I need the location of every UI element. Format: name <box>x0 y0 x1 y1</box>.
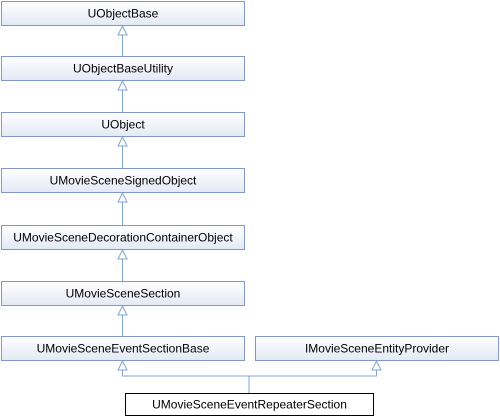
class-node-uobject[interactable]: UObject <box>1 112 245 137</box>
class-node-label: UObjectBaseUtility <box>73 62 173 76</box>
class-node-label: UMovieSceneSection <box>66 287 181 301</box>
class-node-label: UObjectBase <box>88 7 159 21</box>
class-node-uobjectbase[interactable]: UObjectBase <box>1 1 245 26</box>
class-node-box <box>1 56 245 81</box>
class-node-box <box>1 1 245 26</box>
class-node-label: UMovieSceneSignedObject <box>50 174 197 188</box>
edge-6-arrowhead <box>117 359 128 371</box>
edges-layer <box>117 24 382 393</box>
class-node-box <box>1 112 245 137</box>
class-node-label: UObject <box>101 118 145 132</box>
class-node-label: UMovieSceneEventSectionBase <box>37 342 210 356</box>
edge-1-arrowhead <box>117 79 128 91</box>
class-node-umoviesceneeventsectionbase[interactable]: UMovieSceneEventSectionBase <box>1 336 245 361</box>
class-node-box <box>1 168 245 193</box>
edge-5-arrowhead <box>117 304 128 316</box>
edge-uobjectbaseutility-to-uobjectbase <box>117 24 128 56</box>
edge-4-arrowhead <box>117 248 128 260</box>
class-node-box <box>1 225 245 250</box>
class-node-label: IMovieSceneEntityProvider <box>305 342 449 356</box>
edge-0-arrowhead <box>117 24 128 36</box>
class-node-box <box>1 336 245 361</box>
edge-umoviesceneeventrepeatersection-to-imoviesceneentityprovider <box>248 359 382 393</box>
edge-umoviesceneeventsectionbase-to-umoviescenesection <box>117 304 128 336</box>
edge-umoviescenesignedobject-to-uobject <box>117 135 128 168</box>
class-node-uobjectbaseutility[interactable]: UObjectBaseUtility <box>1 56 245 81</box>
edge-umoviescenedecorationcontainerobject-to-umoviescenesignedobject <box>117 191 128 225</box>
class-node-box <box>1 281 245 306</box>
class-node-label: UMovieSceneEventRepeaterSection <box>152 398 347 412</box>
class-node-umoviesceneeventrepeatersection[interactable]: UMovieSceneEventRepeaterSection <box>125 393 374 416</box>
class-node-box <box>255 336 499 361</box>
class-node-label: UMovieSceneDecorationContainerObject <box>13 231 233 245</box>
edge-line <box>248 370 377 393</box>
edge-uobject-to-uobjectbaseutility <box>117 79 128 112</box>
edge-2-arrowhead <box>117 135 128 147</box>
class-node-imoviesceneentityprovider[interactable]: IMovieSceneEntityProvider <box>255 336 499 361</box>
edge-3-arrowhead <box>117 191 128 203</box>
edge-line <box>122 370 250 393</box>
edge-umoviescenesection-to-umoviescenedecorationcontainerobject <box>117 248 128 281</box>
edge-umoviesceneeventrepeatersection-to-umoviesceneeventsectionbase <box>117 359 250 393</box>
class-node-umoviescenesection[interactable]: UMovieSceneSection <box>1 281 245 306</box>
class-node-umoviescenedecorationcontainerobject[interactable]: UMovieSceneDecorationContainerObject <box>1 225 245 250</box>
class-node-umoviescenesignedobject[interactable]: UMovieSceneSignedObject <box>1 168 245 193</box>
edge-7-arrowhead <box>371 359 382 371</box>
